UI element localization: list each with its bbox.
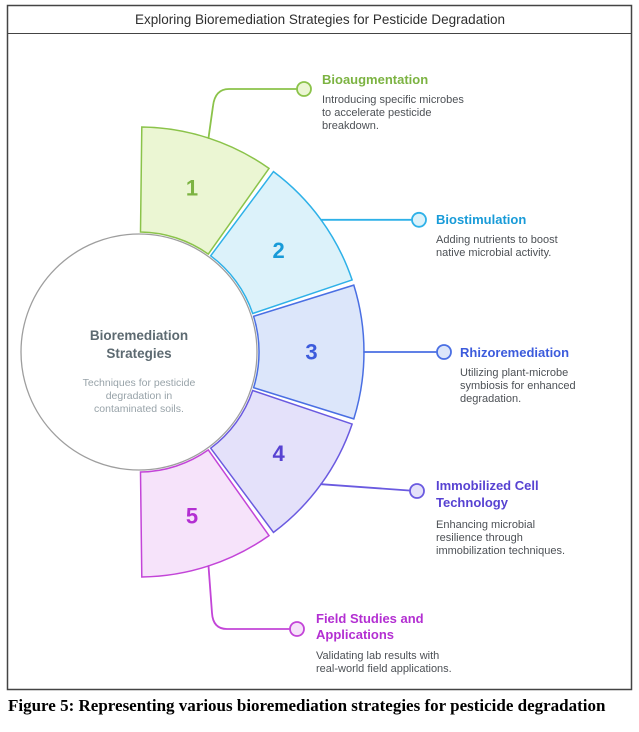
segment-2-description-line: Adding nutrients to boost — [436, 234, 558, 246]
segment-3-description-line: degradation. — [460, 393, 521, 405]
segment-5-label: Field Studies and — [316, 611, 424, 626]
center-title-line-1: Bioremediation — [90, 328, 188, 343]
segment-1-description-line: Introducing specific microbes — [322, 94, 464, 106]
segment-4-description-line: immobilization techniques. — [436, 545, 565, 557]
segment-3-connector-dot — [436, 344, 452, 360]
center-subtitle-line-2: degradation in — [106, 390, 173, 402]
segment-2-description-line: native microbial activity. — [436, 247, 551, 259]
segment-5-number: 5 — [186, 504, 198, 529]
diagram-title: Exploring Bioremediation Strategies for … — [135, 12, 505, 27]
segment-5: 5 Field Studies and Applications Validat… — [139, 448, 452, 675]
segment-1-description-line: breakdown. — [322, 120, 379, 132]
segment-1: 1 Bioaugmentation Introducing specific m… — [139, 72, 464, 256]
segment-3-label: Rhizoremediation — [460, 345, 569, 360]
segment-1-number: 1 — [186, 176, 198, 201]
segment-5-arc — [139, 448, 271, 578]
segment-3-description-line: Utilizing plant-microbe — [460, 367, 568, 379]
segment-2-number: 2 — [272, 238, 284, 263]
segment-1-leader-line — [207, 88, 297, 139]
segment-2: 2 Biostimulation Adding nutrients to boo… — [209, 170, 558, 315]
segment-3-number: 3 — [305, 340, 317, 365]
center-subtitle-line-1: Techniques for pesticide — [83, 377, 196, 389]
segment-1-connector-dot — [296, 81, 312, 97]
segment-2-arc — [209, 170, 354, 315]
segment-4-description-line: Enhancing microbial — [436, 519, 535, 531]
segment-1-label: Bioaugmentation — [322, 72, 428, 87]
segment-1-description-line: to accelerate pesticide — [322, 107, 431, 119]
segment-5-description-line: real-world field applications. — [316, 663, 452, 675]
segment-3: 3 Rhizoremediation Utilizing plant-micro… — [252, 284, 576, 420]
segment-4-label: Technology — [436, 495, 509, 510]
segment-4: 4 Immobilized Cell Technology Enhancing … — [209, 389, 565, 557]
segment-3-description-line: symbiosis for enhanced — [460, 380, 576, 392]
center-title-line-2: Strategies — [106, 346, 171, 361]
segment-4-description-line: resilience through — [436, 532, 523, 544]
segment-2-label: Biostimulation — [436, 212, 526, 227]
segment-2-connector-dot — [411, 211, 427, 228]
segment-3-arc — [252, 284, 365, 420]
segment-5-description-line: Validating lab results with — [316, 650, 439, 662]
segment-5-leader-line — [207, 565, 290, 630]
center-subtitle-line-3: contaminated soils. — [94, 403, 184, 415]
segment-4-leader-line — [320, 483, 410, 492]
segment-1-arc — [139, 126, 271, 256]
segment-4-label: Immobilized Cell — [436, 478, 539, 493]
segment-5-connector-dot — [289, 621, 305, 637]
center-circle — [20, 233, 258, 471]
segment-5-label: Applications — [316, 627, 394, 642]
figure-caption: Figure 5: Representing various bioremedi… — [8, 696, 606, 715]
segment-4-arc — [209, 389, 354, 534]
segment-4-number: 4 — [272, 441, 285, 466]
segment-4-connector-dot — [409, 483, 425, 499]
